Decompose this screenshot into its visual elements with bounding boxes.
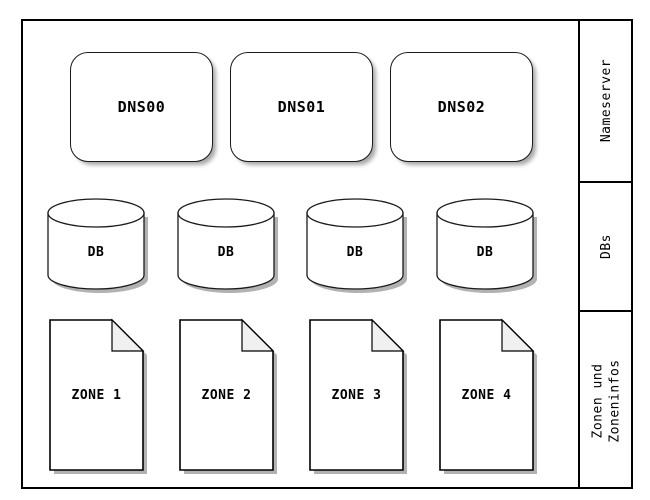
- document-icon: [179, 318, 277, 474]
- document-icon: [439, 318, 537, 474]
- zone-document-2[interactable]: ZONE 3: [309, 318, 410, 476]
- zone-document-3[interactable]: ZONE 4: [439, 318, 540, 476]
- database-node-2[interactable]: DB: [306, 198, 409, 297]
- nameserver-label: DNS02: [437, 98, 486, 116]
- nameserver-node-2[interactable]: DNS02: [390, 52, 533, 162]
- cylinder-icon: [436, 198, 537, 293]
- legend-sidebar: Nameserver DBs Zonen und Zoneninfos: [578, 19, 633, 489]
- database-node-1[interactable]: DB: [177, 198, 280, 297]
- document-icon: [309, 318, 407, 474]
- cylinder-icon: [177, 198, 278, 293]
- legend-section-nameserver: Nameserver: [580, 19, 633, 181]
- legend-section-nameserver-label: Nameserver: [599, 58, 614, 142]
- legend-section-zonen-label: Zonen und Zoneninfos: [590, 358, 623, 443]
- nameserver-node-0[interactable]: DNS00: [70, 52, 213, 162]
- database-node-0[interactable]: DB: [47, 198, 150, 297]
- nameserver-label: DNS00: [117, 98, 166, 116]
- database-node-3[interactable]: DB: [436, 198, 539, 297]
- cylinder-icon: [306, 198, 407, 293]
- nameserver-label: DNS01: [277, 98, 326, 116]
- nameserver-node-1[interactable]: DNS01: [230, 52, 373, 162]
- cylinder-icon: [47, 198, 148, 293]
- zone-document-1[interactable]: ZONE 2: [179, 318, 280, 476]
- legend-section-dbs: DBs: [580, 181, 633, 310]
- document-icon: [49, 318, 147, 474]
- legend-section-dbs-label: DBs: [598, 234, 614, 259]
- zone-document-0[interactable]: ZONE 1: [49, 318, 150, 476]
- legend-section-zonen: Zonen und Zoneninfos: [580, 310, 633, 489]
